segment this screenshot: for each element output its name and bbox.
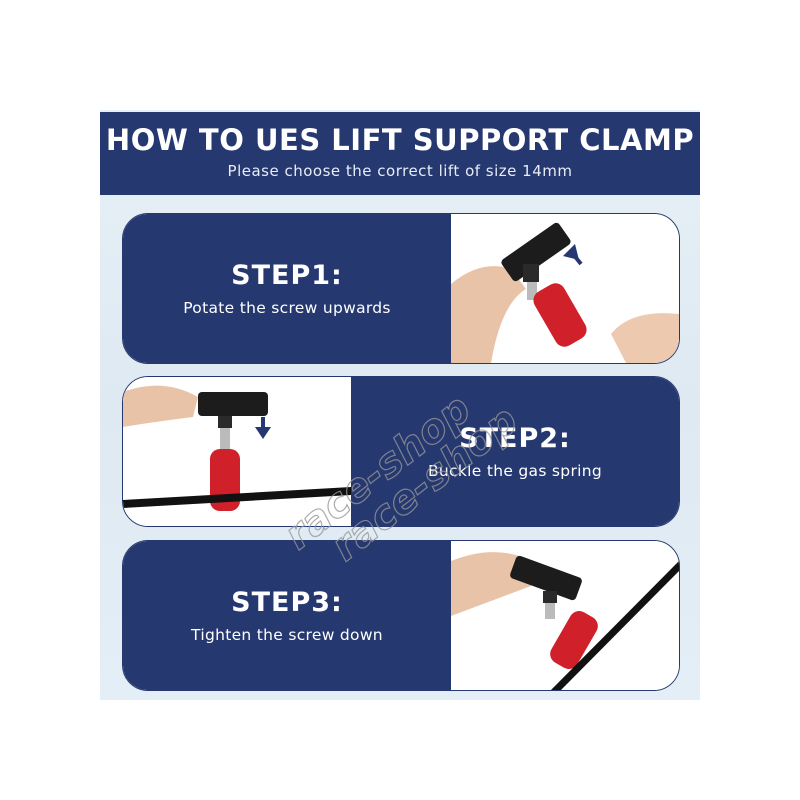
step-2-card: STEP2: Buckle the gas spring xyxy=(122,376,680,527)
step-3-description: Tighten the screw down xyxy=(191,626,383,644)
step-1-card: STEP1: Potate the screw upwards xyxy=(122,213,680,364)
step-3-label: STEP3: xyxy=(231,587,343,618)
page-title: HOW TO UES LIFT SUPPORT CLAMP xyxy=(105,123,695,157)
step-3-card: STEP3: Tighten the screw down xyxy=(122,540,680,691)
step-3-text-panel: STEP3: Tighten the screw down xyxy=(123,541,451,690)
step-1-description: Potate the screw upwards xyxy=(183,299,391,317)
page-subtitle: Please choose the correct lift of size 1… xyxy=(227,162,573,180)
step-2-photo xyxy=(123,377,351,526)
step-2-description: Buckle the gas spring xyxy=(428,462,602,480)
step-1-photo xyxy=(451,214,679,363)
header-banner: HOW TO UES LIFT SUPPORT CLAMP Please cho… xyxy=(100,112,700,195)
step-3-photo xyxy=(451,541,679,690)
product-infographic: HOW TO UES LIFT SUPPORT CLAMP Please cho… xyxy=(100,110,700,700)
step-2-text-panel: STEP2: Buckle the gas spring xyxy=(351,377,679,526)
step-1-label: STEP1: xyxy=(231,260,343,291)
step-2-label: STEP2: xyxy=(459,423,571,454)
step-1-text-panel: STEP1: Potate the screw upwards xyxy=(123,214,451,363)
